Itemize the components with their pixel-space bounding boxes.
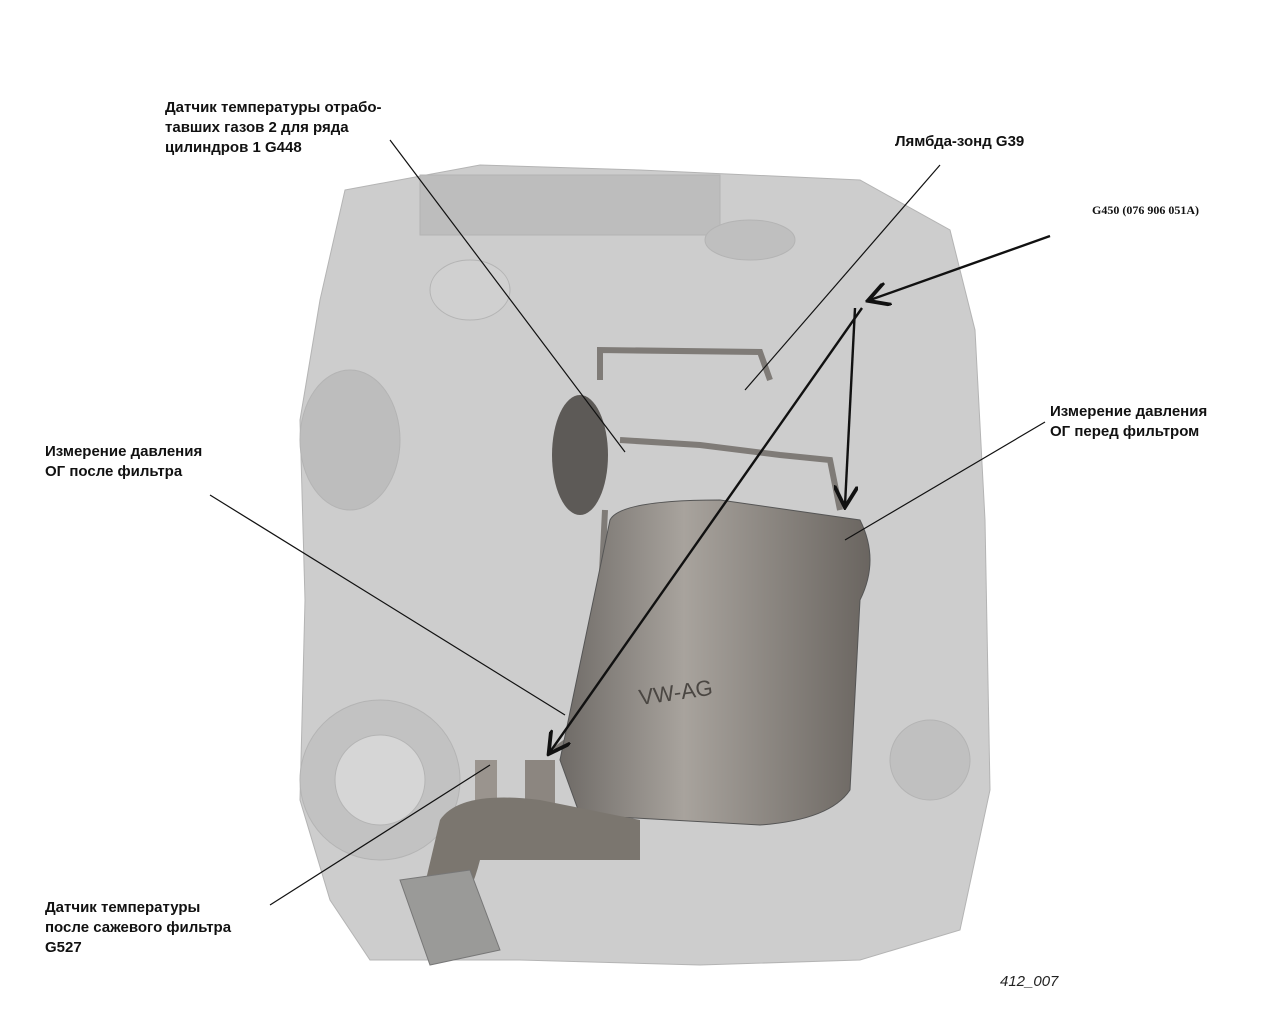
label-pressure-before-filter: Измерение давления ОГ перед фильтром xyxy=(1050,403,1208,440)
label-g448: Датчик температуры отрабо- тавших газов … xyxy=(165,99,382,156)
figure-number: 412_007 xyxy=(1000,973,1059,990)
label-g450: G450 (076 906 051A) xyxy=(1092,203,1199,217)
callout-lines xyxy=(209,139,1046,906)
outlet-pipe xyxy=(420,797,640,920)
hand-drawn-arrows xyxy=(550,234,1051,752)
diesel-particulate-filter xyxy=(559,499,871,826)
label-lambda-g39: Лямбда-зонд G39 xyxy=(895,133,1025,150)
turbo-outlet xyxy=(552,395,608,515)
label-g527: Датчик температуры после сажевого фильтр… xyxy=(45,899,232,956)
label-pressure-after-filter: Измерение давления ОГ после фильтра xyxy=(45,443,203,480)
